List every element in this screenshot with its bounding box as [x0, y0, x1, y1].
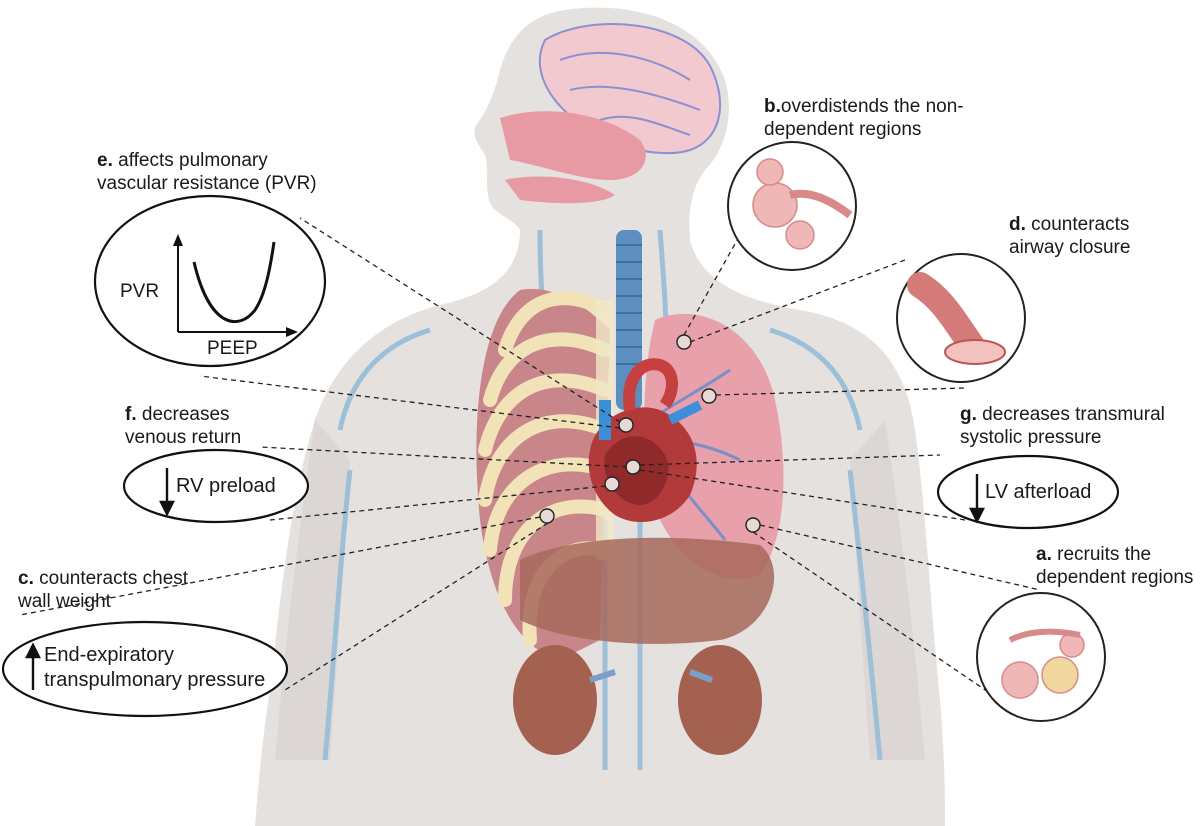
lung — [644, 313, 784, 579]
right-kidney — [678, 645, 762, 755]
pressure-text-line1: End-expiratory — [44, 644, 175, 666]
aorta — [623, 358, 678, 411]
liver — [520, 537, 775, 644]
pressure-oval — [1, 620, 289, 718]
ribs — [478, 291, 612, 647]
label-e: e. affects pulmonary vascular resistance… — [97, 150, 317, 194]
leader-lines — [19, 217, 1041, 701]
label-a: a. recruits the dependent regions — [1036, 544, 1194, 588]
detail-circle-b — [727, 141, 857, 271]
down-arrow-lv — [969, 474, 985, 524]
label-g: g. decreases transmural systolic pressur… — [960, 404, 1165, 448]
label-b: b.overdistends the non- dependent region… — [764, 96, 964, 140]
detail-circle-a — [976, 592, 1106, 722]
pressure-text-line2: transpulmonary pressure — [44, 669, 266, 691]
label-c: c. counteracts chest wall weight — [18, 568, 189, 612]
pvr-oval — [93, 194, 327, 368]
peep-axis-label: PEEP — [207, 338, 258, 359]
nasal-cavity — [500, 111, 646, 180]
marker-points — [539, 334, 761, 533]
detail-circle-d — [896, 253, 1026, 383]
pvr-curve — [192, 241, 276, 324]
label-d: d. counteracts airway closure — [1009, 214, 1131, 258]
label-f: f. decreases venous return — [125, 404, 242, 448]
lv-afterload-text: LV afterload — [985, 481, 1092, 503]
down-arrow-rv — [159, 468, 175, 517]
up-arrow-pressure — [25, 642, 41, 690]
rv-preload-text: RV preload — [176, 475, 276, 497]
pvr-chart — [173, 234, 298, 337]
left-kidney — [513, 645, 597, 755]
pvr-axis-label: PVR — [120, 281, 160, 302]
